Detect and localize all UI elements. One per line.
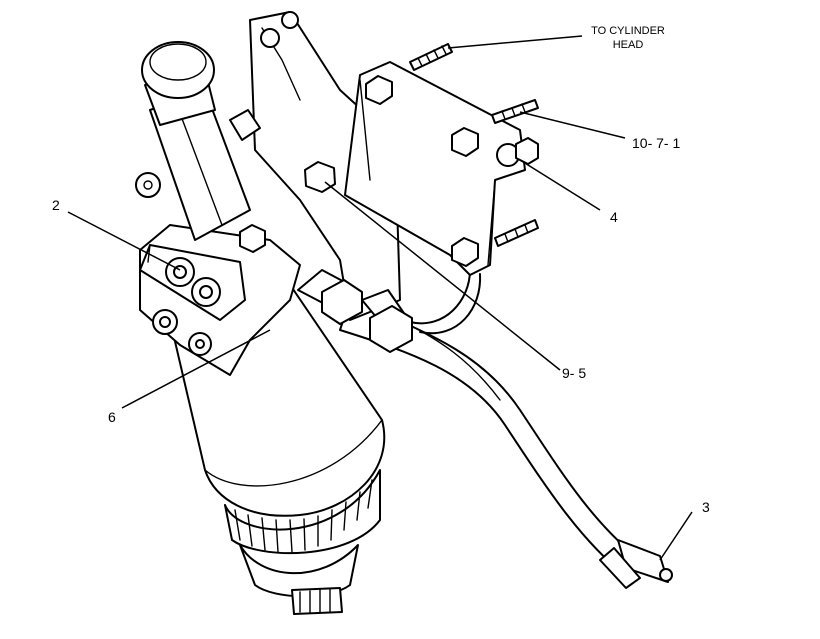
leader-2 (67, 211, 181, 271)
stud-upper (409, 43, 453, 71)
filter-head (139, 224, 301, 376)
label-2: 2 (52, 197, 60, 213)
leader-6 (121, 329, 271, 409)
leader-to-cylinder-head (447, 35, 583, 49)
label-4: 4 (610, 209, 618, 225)
water-separator-bowl (239, 544, 359, 598)
leader-10-7-1 (519, 111, 626, 139)
stud-lower (494, 219, 539, 247)
pump-hex-bolt (239, 224, 266, 253)
label-to-cylinder-head-line1: TO CYLINDER (591, 25, 665, 37)
leader-lines (67, 35, 693, 561)
hose-clamp (599, 539, 673, 589)
label-6: 6 (108, 409, 116, 425)
leader-3 (659, 511, 693, 561)
plate-nuts (365, 75, 539, 267)
small-return-tube (409, 269, 482, 335)
label-9-5: 9- 5 (562, 365, 586, 381)
label-to-cylinder-head-line2: HEAD (613, 39, 644, 51)
drain-valve (291, 587, 343, 615)
leader-4 (519, 159, 601, 211)
mounting-ear (135, 172, 161, 198)
stud-right (491, 99, 539, 124)
priming-pump-knob (141, 41, 215, 99)
leader-9-5 (324, 181, 561, 371)
label-3: 3 (702, 499, 710, 515)
label-10-7-1: 10- 7- 1 (632, 135, 680, 151)
adapter-plate (344, 61, 526, 276)
filter-ribbed-base (224, 469, 381, 555)
hose-fitting (297, 269, 413, 353)
